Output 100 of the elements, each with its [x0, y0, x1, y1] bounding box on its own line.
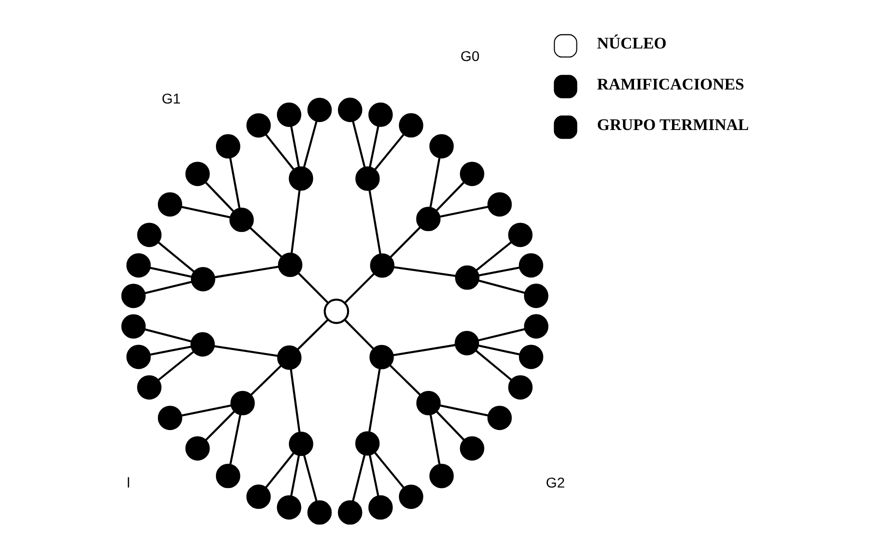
node-circle [216, 464, 240, 488]
node-circle [137, 222, 162, 248]
node-circle [487, 192, 512, 217]
node-circle [368, 102, 393, 127]
legend-label: RAMIFICACIONES [597, 75, 744, 94]
connector [180, 404, 232, 417]
connector [157, 241, 195, 273]
node-circle [277, 345, 302, 370]
connector [478, 344, 520, 356]
connector [290, 368, 301, 433]
node-circle [369, 344, 394, 370]
node-circle [185, 162, 210, 186]
connector [229, 414, 242, 466]
node-circle [370, 253, 394, 278]
label: G1 [162, 92, 181, 108]
label: l [126, 476, 130, 492]
connector [390, 226, 422, 258]
node-circle [518, 344, 544, 370]
connector [249, 226, 282, 258]
node-circle [518, 253, 544, 278]
node-circle [288, 166, 314, 191]
connector [250, 364, 282, 396]
connector [303, 120, 318, 168]
connector [158, 350, 194, 381]
connector [436, 181, 465, 212]
connector [264, 452, 295, 488]
connector [290, 454, 300, 496]
node-circle [121, 284, 146, 308]
connector [214, 266, 280, 278]
node-circle [158, 192, 182, 217]
label: G2 [546, 476, 565, 492]
node-circle [398, 113, 424, 138]
node-circle [276, 102, 302, 127]
connector [478, 280, 526, 294]
connector [368, 454, 380, 497]
legend-label: GRUPO TERMINAL [597, 116, 749, 134]
node-circle [246, 484, 271, 509]
legend-label: NÚCLEO [597, 34, 667, 53]
connector [478, 266, 520, 276]
connector [204, 410, 236, 442]
node-circle [429, 134, 454, 158]
node-circle [368, 495, 393, 520]
node-circle [460, 436, 484, 461]
connector [144, 328, 192, 342]
connector [303, 454, 318, 502]
node-circle [121, 314, 146, 339]
node-circle [276, 495, 302, 520]
node-circle [278, 252, 302, 278]
node-circle [487, 406, 512, 430]
connector [214, 345, 278, 357]
connector [352, 120, 366, 168]
node-circle [508, 222, 533, 248]
node-circle [324, 298, 350, 324]
connector [290, 190, 301, 254]
connector [439, 206, 489, 218]
connector [475, 241, 512, 272]
connector [149, 346, 192, 356]
connector [392, 344, 456, 356]
connector [296, 319, 328, 350]
connector [204, 182, 234, 212]
node-circle [355, 166, 380, 191]
node-circle [355, 431, 380, 456]
connector [368, 368, 381, 432]
node-circle [455, 265, 480, 290]
node-circle [190, 266, 216, 292]
connector [344, 319, 374, 350]
node-circle [137, 375, 162, 400]
connector [344, 272, 375, 304]
node-circle [288, 432, 314, 456]
connector [352, 454, 366, 502]
node-circle [338, 500, 362, 525]
connector [374, 134, 405, 170]
node-circle [126, 253, 151, 278]
connector [478, 328, 526, 342]
connector [150, 266, 192, 278]
node-circle [229, 208, 254, 232]
node-circle [307, 98, 332, 122]
connector [475, 350, 512, 381]
connector [144, 280, 192, 294]
node-circle [524, 284, 548, 308]
node-circle [230, 390, 255, 416]
node-circle [429, 464, 454, 488]
node-circle [126, 344, 151, 370]
node-circle [416, 390, 441, 416]
node-circle [416, 206, 441, 232]
label: G0 [460, 48, 480, 65]
node-circle [185, 436, 210, 461]
node-circle [216, 134, 240, 159]
connector [389, 364, 422, 396]
node-circle [524, 314, 548, 339]
node-circle [460, 162, 484, 186]
node-circle [338, 98, 362, 122]
connector [436, 410, 465, 441]
connector [374, 452, 404, 488]
node-circle [246, 113, 271, 138]
connector [181, 206, 231, 218]
connector [229, 157, 241, 209]
node-circle [190, 332, 215, 357]
connector [429, 157, 441, 208]
connector [429, 414, 441, 465]
